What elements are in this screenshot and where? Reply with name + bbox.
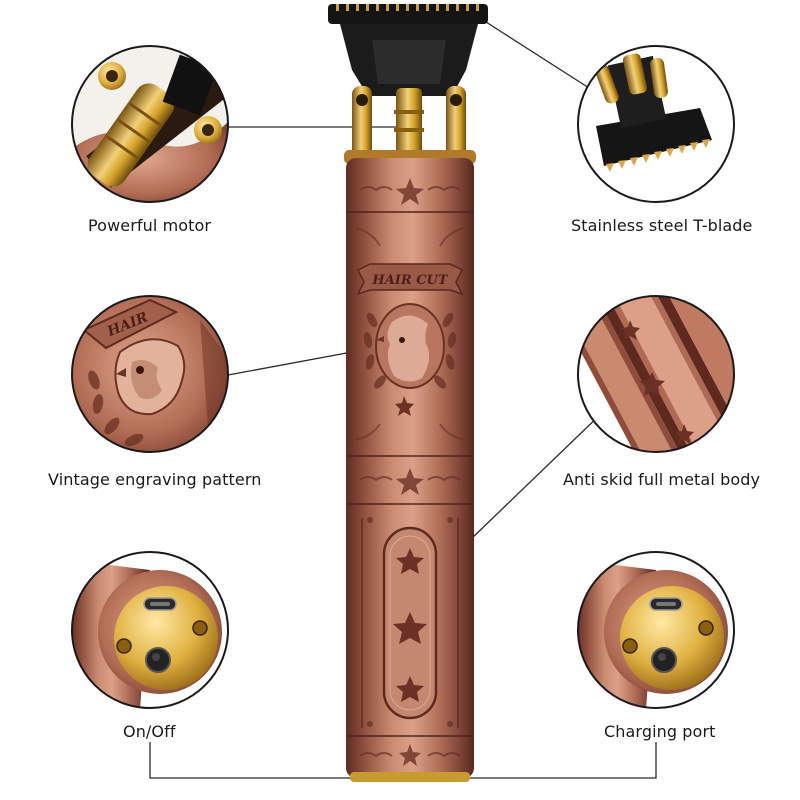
caption-metal-body: Anti skid full metal body (563, 470, 761, 489)
metal-body-closeup (578, 296, 734, 452)
caption-powerful-motor: Powerful motor (88, 216, 212, 235)
caption-t-blade: Stainless steel T-blade (571, 216, 753, 235)
emblem-text: HAIR CUT (371, 273, 448, 288)
blade-closeup (578, 46, 734, 202)
caption-on-off: On/Off (123, 722, 176, 741)
caption-charging-port: Charging port (604, 722, 716, 741)
charging-port-closeup (578, 552, 734, 708)
caption-engraving: Vintage engraving pattern (48, 470, 262, 489)
callout-lines (149, 21, 657, 779)
onoff-closeup (72, 552, 228, 708)
trimmer-head (328, 4, 488, 164)
trimmer-body: HAIR CUT (346, 158, 474, 782)
motor-closeup (72, 46, 228, 202)
engraving-closeup: HAIR (72, 296, 228, 452)
